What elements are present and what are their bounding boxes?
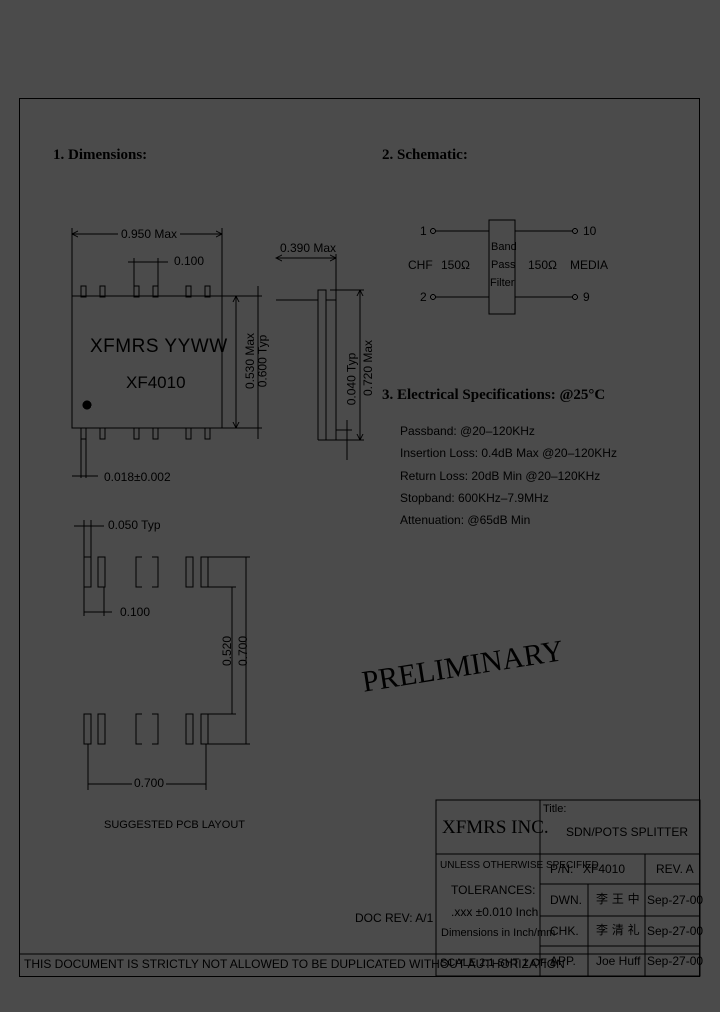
package-top-leads: [80, 285, 211, 298]
filter-label-2: Pass: [491, 259, 516, 271]
pcb-top-pads: [83, 556, 209, 588]
inner-span-label: 0.520: [220, 635, 235, 667]
tolerances-label: TOLERANCES:: [451, 883, 536, 897]
pitch-dimension-label: 0.100: [174, 254, 205, 268]
pcb-caption: SUGGESTED PCB LAYOUT: [104, 819, 245, 831]
revision: REV. A: [656, 862, 694, 876]
section-dimensions-heading: 1. Dimensions:: [53, 147, 148, 163]
dwn-signature: 李 王 中: [596, 892, 640, 906]
app-date: Sep-27-00: [647, 954, 704, 968]
spec-return-loss: Return Loss: 20dB Min @20–120KHz: [400, 469, 601, 483]
chk-signature: 李 清 礼: [596, 923, 640, 937]
left-port-label: CHF: [408, 258, 433, 272]
company-name: XFMRS INC.: [442, 817, 549, 838]
chk-label: CHK.: [550, 924, 579, 938]
chk-date: Sep-27-00: [647, 924, 704, 938]
title-label: Title:: [543, 803, 567, 815]
right-impedance: 150Ω: [528, 258, 557, 272]
spec-insertion-loss: Insertion Loss: 0.4dB Max @20–120KHz: [400, 446, 617, 460]
section-schematic-heading: 2. Schematic:: [382, 147, 468, 163]
scale-sheet: SCALE 2:1 SHT 1 OF 1: [440, 957, 556, 969]
pcb-bottom-pads: [83, 713, 209, 745]
part-number: XF4010: [583, 862, 626, 876]
title-block-grid: [19, 799, 701, 977]
package-bottom-leads: [80, 427, 211, 440]
footer-notice: THIS DOCUMENT IS STRICTLY NOT ALLOWED TO…: [24, 957, 565, 971]
pin1-label: 1: [420, 224, 427, 238]
spec-stopband: Stopband: 600KHz–7.9MHz: [400, 491, 549, 505]
app-label: APP.: [550, 954, 576, 968]
doc-revision: DOC REV: A/1: [355, 911, 434, 925]
app-signature: Joe Huff: [596, 954, 641, 968]
side-max-label: 0.530 Max: [243, 332, 258, 390]
filter-label-1: Band: [491, 241, 517, 253]
filter-label-3: Filter: [490, 277, 515, 289]
lead-max-label: 0.720 Max: [361, 339, 376, 397]
tolerance-value: .xxx ±0.010 Inch: [451, 905, 539, 919]
height-dimension-label: 0.390 Max: [280, 241, 337, 255]
outer-span-label: 0.700: [236, 635, 251, 667]
lead-typ-label: 0.040 Typ: [344, 352, 359, 406]
pad-pitch-label: 0.100: [120, 605, 151, 619]
row-span-label: 0.700: [132, 776, 167, 790]
dimensions-unit: Dimensions in Inch/mm: [441, 927, 556, 939]
width-dimension-label: 0.950 Max: [118, 228, 181, 240]
pin10-label: 10: [583, 224, 597, 238]
dwn-date: Sep-27-00: [647, 893, 704, 907]
right-port-label: MEDIA: [570, 258, 609, 272]
pin1-dot: [82, 400, 92, 410]
section-electrical-heading: 3. Electrical Specifications: @25°C: [382, 387, 606, 403]
pad-width-label: 0.050 Typ: [108, 518, 161, 532]
spec-attenuation: Attenuation: @65dB Min: [400, 513, 531, 527]
lead-width-label: 0.018±0.002: [104, 470, 171, 484]
drawing-sheet: [19, 98, 700, 977]
filter-box: [488, 219, 516, 315]
spec-passband: Passband: @20–120KHz: [400, 424, 535, 438]
pin9-label: 9: [583, 290, 590, 304]
body-marking-line2: XF4010: [126, 373, 186, 392]
unless-specified: UNLESS OTHERWISE SPECIFIED: [440, 860, 599, 871]
left-impedance: 150Ω: [441, 258, 470, 272]
side-typ-label: 0.600 Typ: [255, 334, 270, 388]
dwn-label: DWN.: [550, 893, 582, 907]
body-marking-line1: XFMRS YYWW: [90, 336, 228, 357]
package-body: [71, 295, 223, 429]
pin2-label: 2: [420, 290, 427, 304]
drawing-title: SDN/POTS SPLITTER: [566, 825, 689, 839]
pn-label: P/N:: [550, 862, 574, 876]
